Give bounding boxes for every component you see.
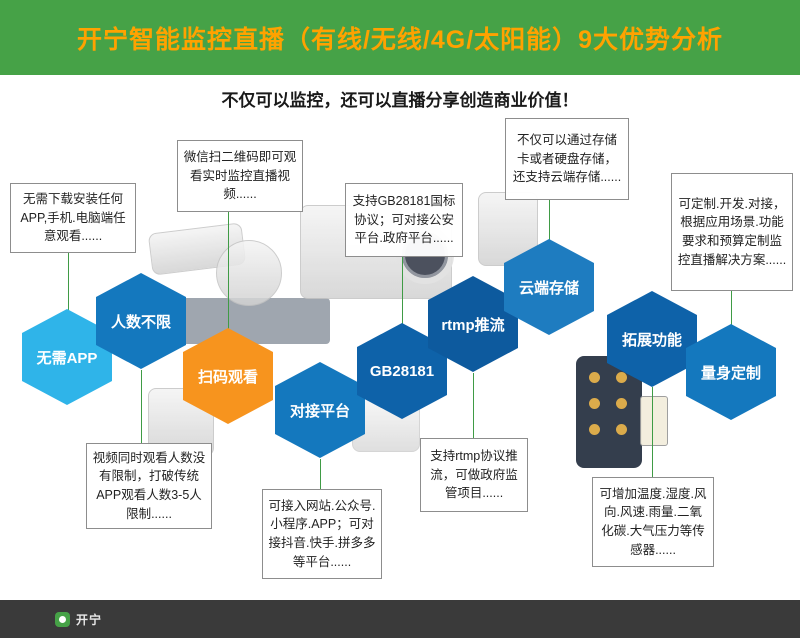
connector-line [141,370,142,443]
led-dot [589,398,600,409]
callout-gb28181: 支持GB28181国标协议；可对接公安平台.政府平台...... [345,183,463,257]
callout-text: 视频同时观看人数没有限制，打破传统APP观看人数3-5人限制...... [92,450,206,521]
callout-text: 可增加温度.湿度.风向.风速.雨量.二氧化碳.大气压力等传感器...... [599,486,707,557]
connector-line [68,253,69,313]
connector-line [320,459,321,489]
hexagon-unlimited-viewers: 人数不限 [96,273,186,369]
callout-text: 可定制.开发.对接，根据应用场景.功能要求和预算定制监控直播解决方案...... [677,196,787,267]
callout-text: 支持rtmp协议推流，可做政府监管项目...... [430,448,518,501]
hexagon-label: 人数不限 [110,313,171,331]
connector-line [549,200,550,242]
callout-text: 不仅可以通过存储卡或者硬盘存储，还支持云端存储...... [512,132,622,185]
callout-text: 无需下载安装任何APP,手机.电脑端任意观看...... [20,191,126,244]
page-subtitle: 不仅可以监控，还可以直播分享创造商业价值！ [221,91,579,110]
connector-line [652,387,653,477]
brand-logo: 开宁 [55,611,102,628]
callout-customization: 可定制.开发.对接，根据应用场景.功能要求和预算定制监控直播解决方案...... [671,173,793,291]
hexagon-rtmp-push: rtmp推流 [428,276,518,372]
footer-bar: 开宁 [0,600,800,638]
callout-unlimited-viewers: 视频同时观看人数没有限制，打破传统APP观看人数3-5人限制...... [86,443,212,529]
connector-line [473,373,474,438]
hexagon-label: 扫码观看 [197,368,258,386]
hexagon-label: 无需APP [36,349,98,367]
hexagon-label: 量身定制 [700,364,761,382]
connector-line [228,212,229,332]
callout-platforms: 可接入网站.公众号.小程序.APP；可对接抖音.快手.拼多多等平台...... [262,489,382,579]
callout-sensors: 可增加温度.湿度.风向.风速.雨量.二氧化碳.大气压力等传感器...... [592,477,714,567]
hexagon-platform-integration: 对接平台 [275,362,365,458]
brand-logo-text: 开宁 [76,612,103,627]
callout-wechat-scan: 微信扫二维码即可观看实时监控直播视频...... [177,140,303,212]
hexagon-custom-tailored: 量身定制 [686,324,776,420]
callout-text: 可接入网站.公众号.小程序.APP；可对接抖音.快手.拼多多等平台...... [268,498,376,569]
callout-no-app: 无需下载安装任何APP,手机.电脑端任意观看...... [10,183,136,253]
hexagon-cloud-storage: 云端存储 [504,239,594,335]
hexagon-label: GB28181 [369,362,435,380]
floodlight-photo [640,396,668,446]
header-bar: 开宁智能监控直播（有线/无线/4G/太阳能）9大优势分析 [0,0,800,75]
led-dot [589,372,600,383]
callout-text: 支持GB28181国标协议；可对接公安平台.政府平台...... [352,193,456,246]
connector-line [731,291,732,327]
hexagon-label: rtmp推流 [441,316,505,334]
callout-cloud-storage: 不仅可以通过存储卡或者硬盘存储，还支持云端存储...... [505,118,629,200]
dome-camera-photo [216,240,282,306]
hexagon-label: 对接平台 [289,402,350,420]
led-dot [616,424,627,435]
connector-line [402,257,403,326]
led-dot [589,424,600,435]
hexagon-label: 拓展功能 [621,331,682,349]
page-title: 开宁智能监控直播（有线/无线/4G/太阳能）9大优势分析 [76,25,724,54]
brand-logo-icon [55,611,70,627]
callout-text: 微信扫二维码即可观看实时监控直播视频...... [183,149,297,202]
callout-rtmp: 支持rtmp协议推流，可做政府监管项目...... [420,438,528,512]
hexagon-label: 云端存储 [518,279,579,297]
led-dot [616,398,627,409]
hexagon-scan-to-watch: 扫码观看 [183,328,273,424]
hexagon-expandable-features: 拓展功能 [607,291,697,387]
led-dot [616,372,627,383]
